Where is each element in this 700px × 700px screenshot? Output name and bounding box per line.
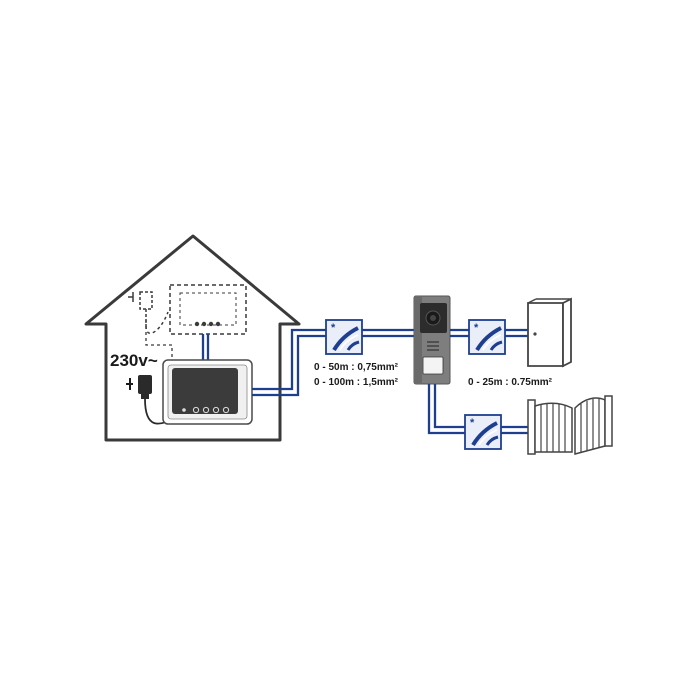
house-icon	[84, 234, 301, 442]
door-station-icon[interactable]	[413, 295, 451, 385]
cable-junction-to-doorstation	[362, 328, 414, 338]
optional-power-cable	[145, 320, 173, 360]
cable-doorstation-to-junction3	[427, 384, 465, 435]
optional-monitor-icon	[169, 284, 247, 335]
cable-junction2-to-strike	[505, 328, 528, 338]
internal-cable	[201, 334, 210, 363]
wiring-junction-icon: *	[325, 319, 363, 355]
wiring-junction-icon: *	[464, 414, 502, 450]
cable-junction3-to-gate	[501, 425, 528, 435]
svg-text:*: *	[331, 322, 336, 334]
svg-text:*: *	[474, 322, 479, 334]
optional-adapter-icon	[128, 291, 169, 334]
cable-spec-line3: 0 - 25m : 0.75mm²	[468, 377, 553, 388]
wiring-junction-icon: *	[468, 319, 506, 355]
power-label: 230v~	[110, 351, 158, 370]
cable-spec-line2: 0 - 100m : 1,5mm²	[314, 377, 399, 388]
cable-doorstation-to-junction2	[450, 328, 469, 338]
gate-motor-icon[interactable]	[527, 395, 613, 455]
indoor-monitor-icon[interactable]	[162, 359, 253, 425]
cable-spec-line1: 0 - 50m : 0,75mm²	[314, 362, 399, 373]
svg-text:*: *	[470, 417, 475, 429]
cable-monitor-to-junction	[252, 328, 326, 397]
electric-strike-icon[interactable]	[527, 297, 572, 368]
